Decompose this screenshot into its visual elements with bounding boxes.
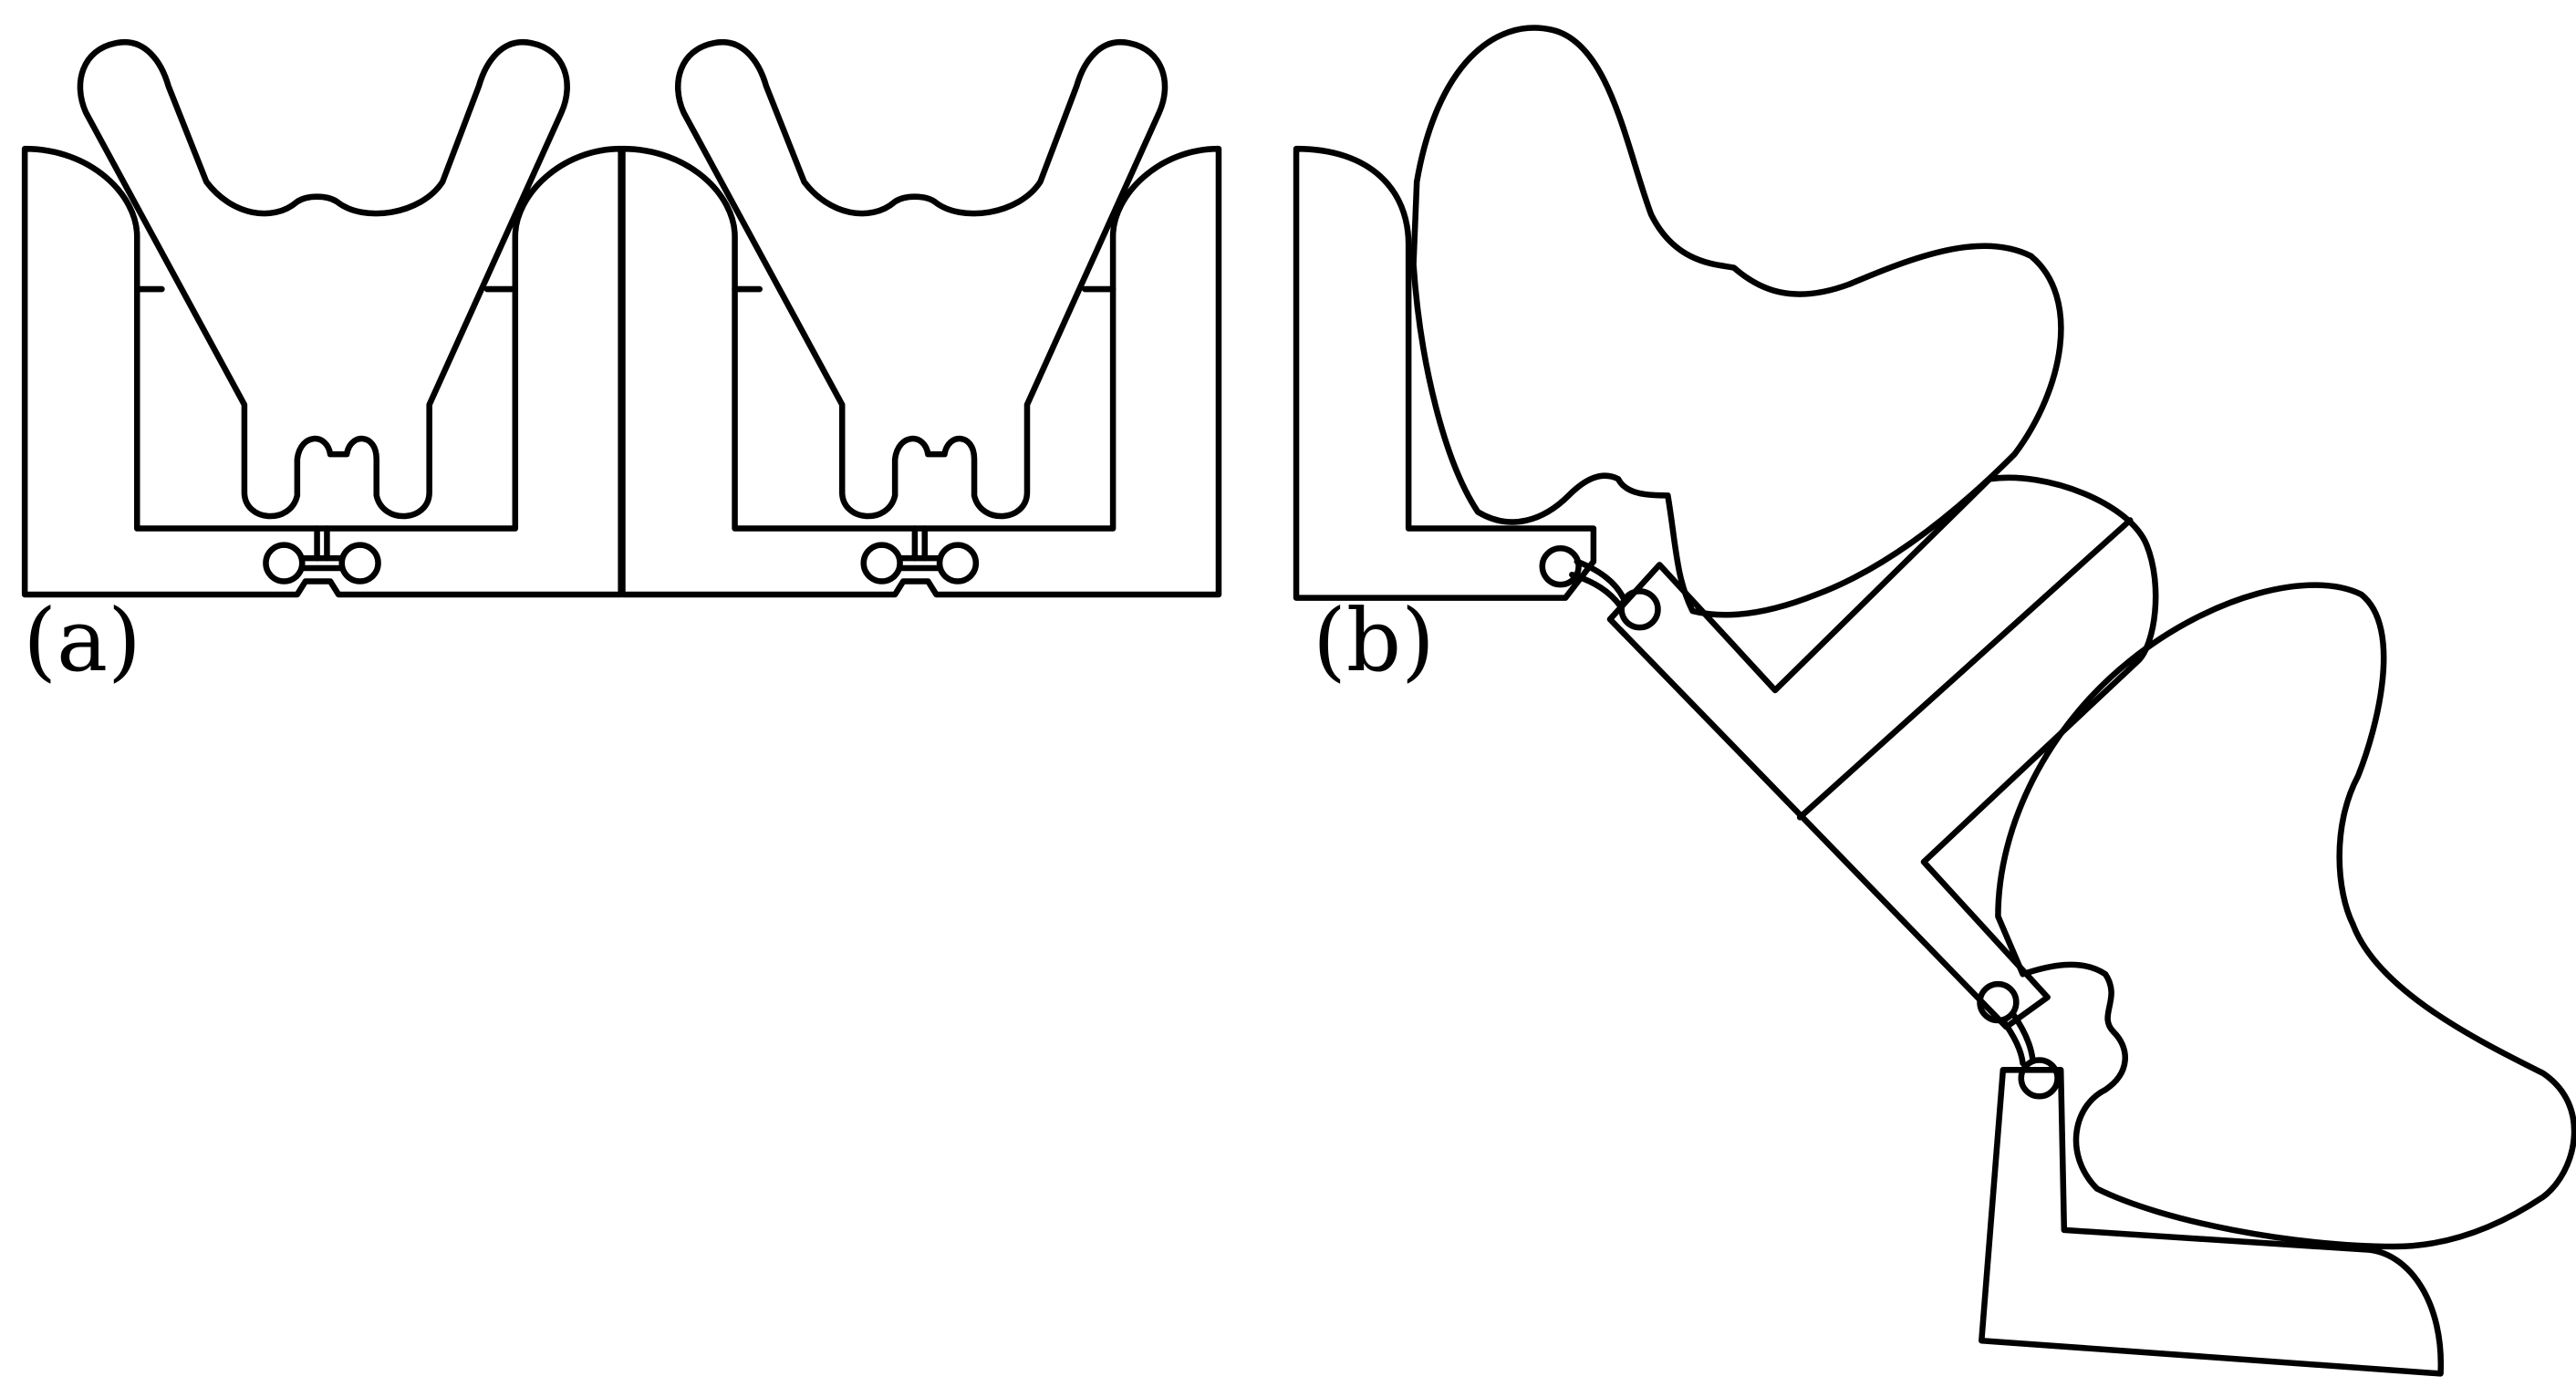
segment-2	[622, 42, 1219, 595]
segment-1	[25, 42, 621, 595]
panel-label-a: (a)	[23, 592, 141, 691]
panel-b-bent-state	[1293, 25, 2576, 1377]
panel-a-flat-state	[25, 42, 1219, 595]
panel-label-b: (b)	[1313, 592, 1435, 691]
